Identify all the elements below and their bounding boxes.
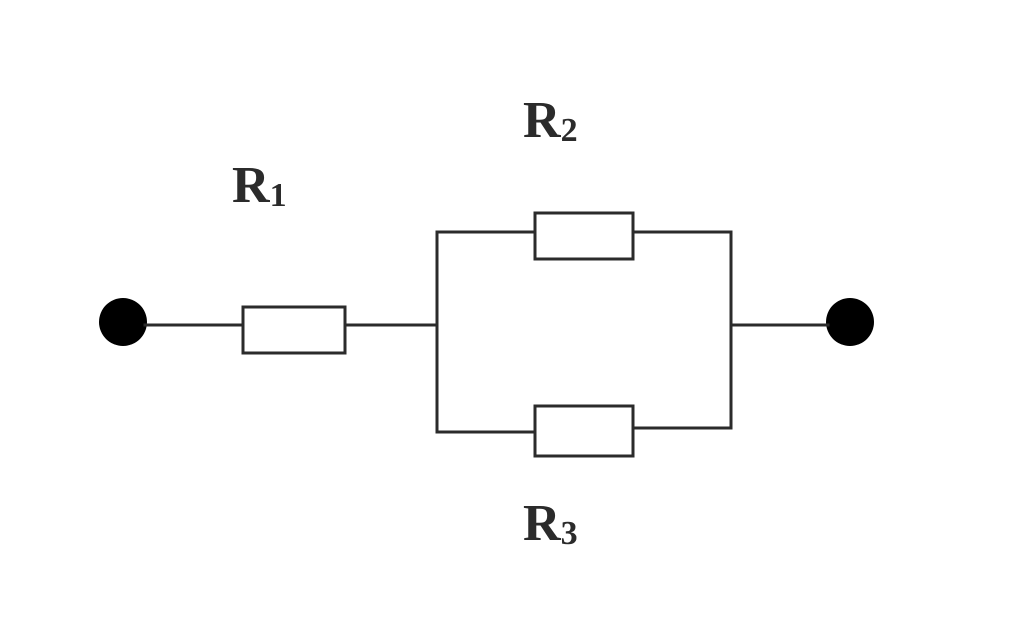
resistor-r2 [533,211,635,261]
right-terminal [826,298,874,346]
label-r3: R3 [523,495,578,552]
left-terminal [99,298,147,346]
label-r2: R2 [523,92,578,149]
label-r1: R1 [232,157,287,214]
resistor-r3 [533,404,635,458]
resistor-r1 [241,305,347,355]
